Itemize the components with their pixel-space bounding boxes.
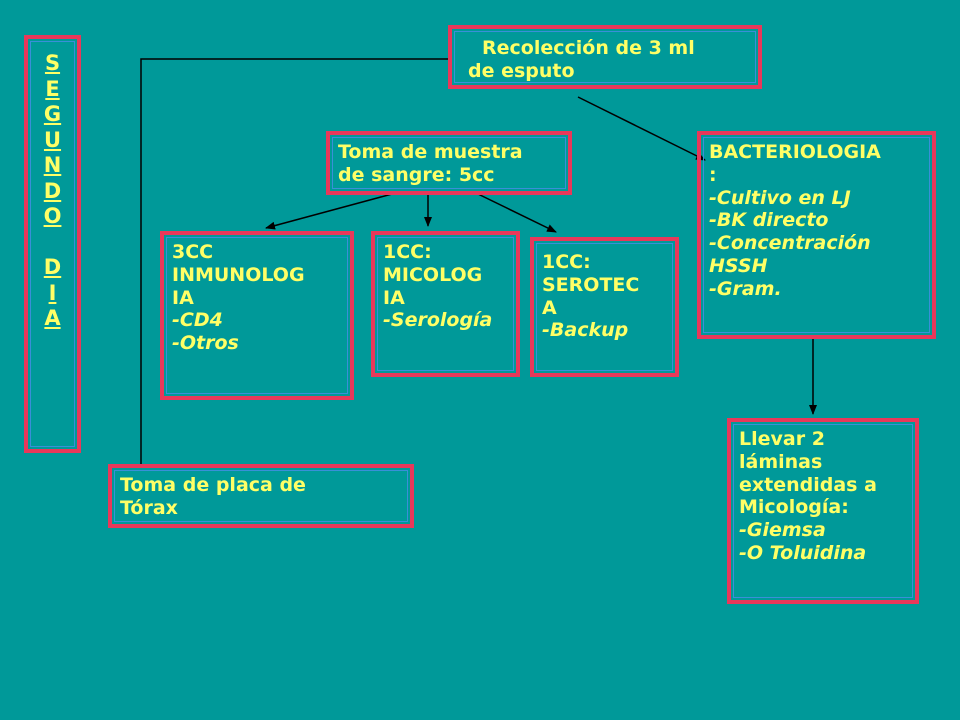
recoleccion-line-2: de esputo: [468, 59, 575, 82]
serotec-line: SEROTEC: [542, 273, 640, 296]
bacteriologia-item: -Gram.: [709, 277, 782, 300]
serotec-line: 1CC:: [542, 251, 591, 273]
segundo-dia-label: S E G U N D O D I A: [43, 51, 62, 330]
bacteriologia-box: BACTERIOLOGIA : -Cultivo en LJ -BK direc…: [697, 131, 936, 339]
serotec-item: -Backup: [542, 319, 629, 342]
micologia-box: 1CC: MICOLOG IA -Serología: [371, 231, 520, 377]
laminas-line: extendidas a: [739, 473, 877, 496]
arrow-sangre-inmunologia: [265, 193, 393, 230]
arrow-sangre-serotec: [477, 193, 557, 233]
serotec-box: 1CC: SEROTEC A -Backup: [530, 237, 679, 377]
micologia-line: IA: [383, 286, 405, 309]
inmunologia-line: INMUNOLOG: [172, 263, 305, 286]
toma-sangre-line-1: Toma de muestra: [338, 141, 523, 163]
laminas-micologia-box: Llevar 2 láminas extendidas a Micología:…: [727, 418, 919, 604]
laminas-item: -O Toluidina: [739, 541, 867, 564]
bacteriologia-item: -BK directo: [709, 209, 829, 232]
connector-recoleccion-torax: [140, 58, 448, 464]
bacteriologia-item: -Cultivo en LJ: [709, 186, 851, 209]
serotec-line: A: [542, 296, 557, 319]
torax-line-1: Toma de placa de: [120, 474, 306, 496]
inmunologia-box: 3CC INMUNOLOG IA -CD4 -Otros: [160, 231, 354, 400]
laminas-item: -Giemsa: [739, 519, 826, 542]
micologia-line: 1CC:: [383, 241, 432, 263]
segundo-dia-box: S E G U N D O D I A: [24, 35, 81, 453]
bacteriologia-colon: :: [709, 163, 717, 186]
inmunologia-line: 3CC: [172, 241, 214, 263]
bacteriologia-title: BACTERIOLOGIA: [709, 141, 881, 163]
toma-sangre-line-2: de sangre: 5cc: [338, 163, 495, 186]
inmunologia-line: IA: [172, 286, 194, 309]
micologia-line: MICOLOG: [383, 263, 483, 286]
recoleccion-esputo-box: Recolección de 3 ml de esputo: [448, 25, 762, 89]
laminas-line: láminas: [739, 450, 823, 473]
micologia-item: -Serología: [383, 309, 493, 332]
recoleccion-line-1: Recolección de 3 ml: [482, 37, 695, 59]
laminas-line: Llevar 2: [739, 428, 825, 450]
inmunologia-item: -Otros: [172, 332, 239, 355]
toma-sangre-box: Toma de muestra de sangre: 5cc: [326, 131, 572, 195]
inmunologia-item: -CD4: [172, 309, 223, 332]
toma-placa-torax-box: Toma de placa de Tórax: [108, 464, 414, 528]
bacteriologia-item: -Concentración: [709, 232, 871, 255]
laminas-line: Micología:: [739, 496, 849, 519]
bacteriologia-item: HSSH: [709, 254, 768, 277]
arrow-recoleccion-bacteriologia: [577, 96, 706, 161]
torax-line-2: Tórax: [120, 496, 178, 519]
